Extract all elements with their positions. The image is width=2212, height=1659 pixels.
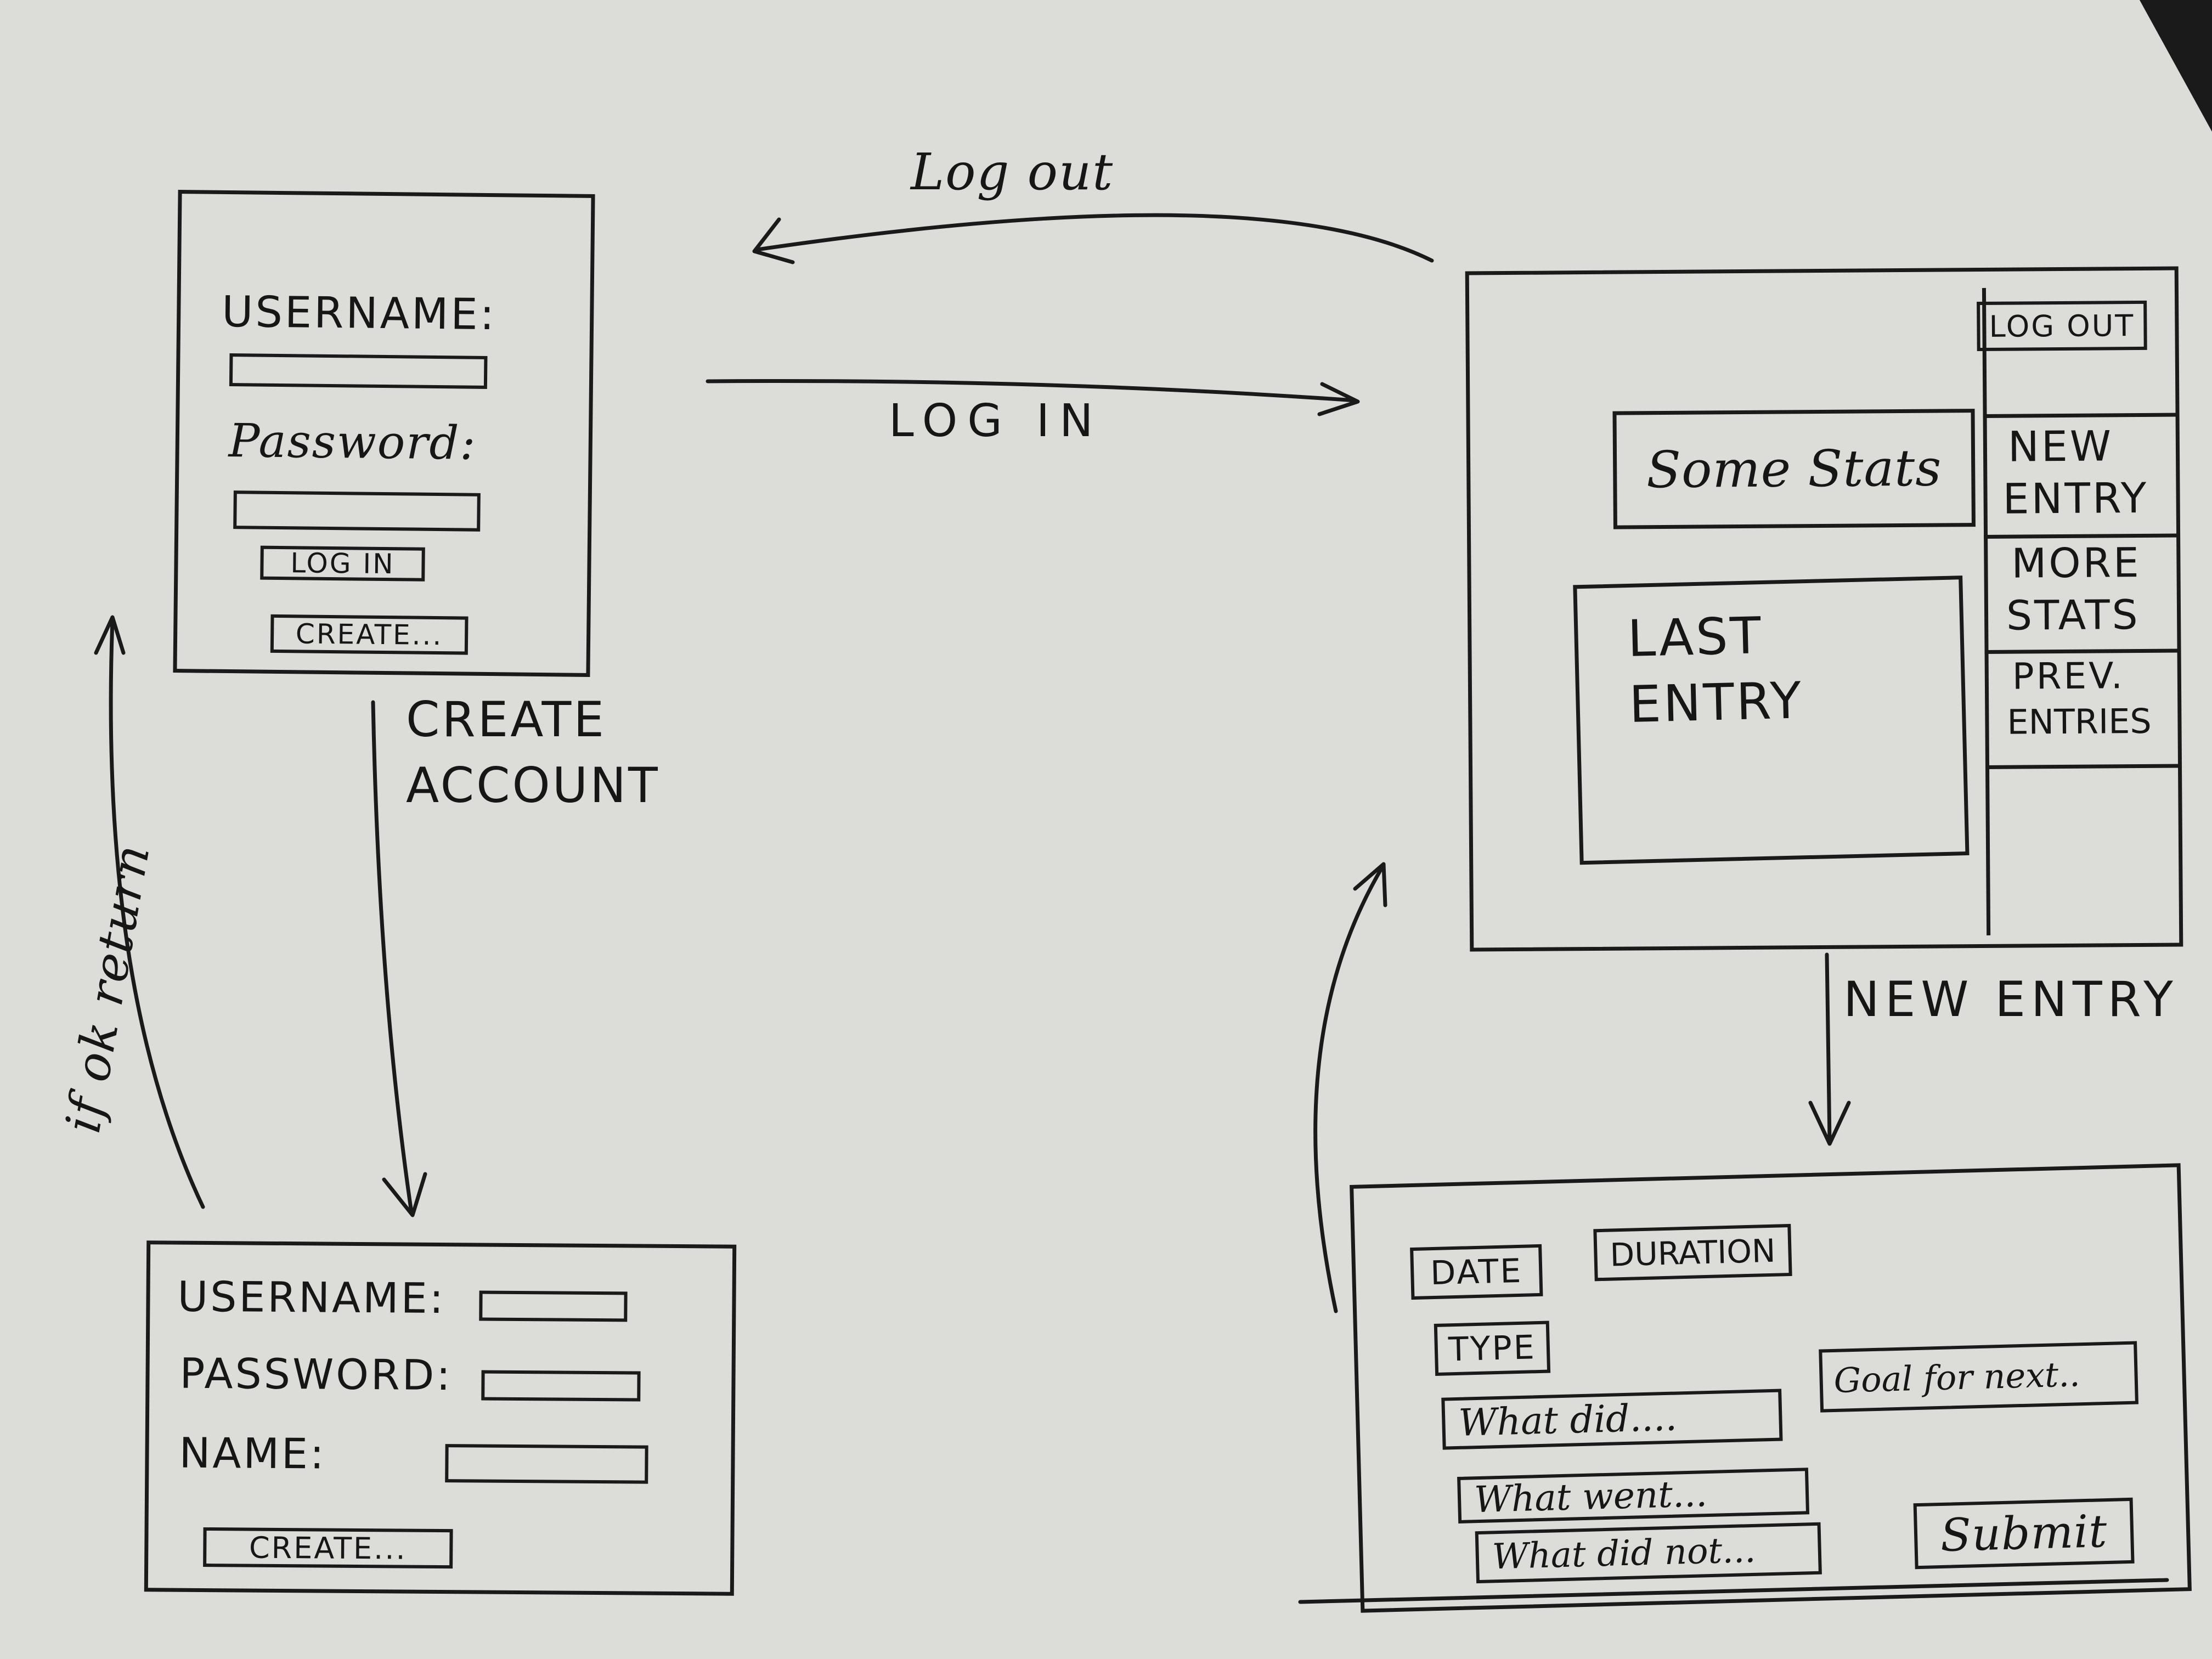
new-entry-arrow	[1825, 952, 1832, 1143]
menu-more-stats-line1[interactable]: MORE	[2011, 539, 2141, 588]
goal-field[interactable]: Goal for next..	[1819, 1341, 2139, 1413]
create-account-arrowhead	[382, 1172, 427, 1217]
menu-new-entry-line1[interactable]: NEW	[2007, 421, 2114, 471]
menu-prev-entries-line1[interactable]: PREV.	[2012, 654, 2125, 698]
login-button[interactable]: LOG IN	[260, 545, 425, 582]
sidebar-separator-2	[1984, 533, 2179, 539]
what-went-field[interactable]: What went...	[1457, 1468, 1810, 1523]
create-button[interactable]: CREATE...	[270, 614, 469, 655]
duration-button[interactable]: DURATION	[1593, 1223, 1792, 1282]
sidebar-divider	[1982, 287, 1991, 935]
create-account-button[interactable]: CREATE...	[203, 1527, 453, 1569]
password-label: Password:	[228, 414, 477, 470]
log-out-arrowhead	[752, 217, 795, 264]
menu-prev-entries-line2[interactable]: ENTRIES	[2007, 701, 2152, 742]
new-entry-label: NEW ENTRY	[1843, 971, 2179, 1028]
menu-new-entry-line2[interactable]: ENTRY	[2002, 473, 2149, 523]
new-entry-screen: DATE DURATION TYPE What did.... What wen…	[1350, 1163, 2192, 1613]
submit-button[interactable]: Submit	[1913, 1497, 2135, 1570]
create-password-input[interactable]	[481, 1370, 641, 1402]
log-in-arrowhead	[1317, 382, 1360, 416]
last-entry-box: LAST ENTRY	[1573, 575, 1970, 865]
last-entry-line1: LAST	[1627, 606, 1764, 669]
new-entry-arrowhead	[1808, 1101, 1851, 1146]
create-name-input[interactable]	[445, 1444, 648, 1484]
what-did-field[interactable]: What did....	[1441, 1389, 1783, 1450]
log-in-arrow	[706, 379, 1357, 403]
if-ok-return-arrow	[109, 618, 205, 1209]
username-label: USERNAME:	[221, 287, 497, 340]
last-entry-line2: ENTRY	[1628, 671, 1804, 734]
entry-baseline	[1298, 1578, 2169, 1604]
date-button[interactable]: DATE	[1410, 1244, 1543, 1300]
submit-return-arrow	[1313, 865, 1385, 1313]
sidebar-separator-1	[1983, 413, 2178, 418]
stats-box: Some Stats	[1612, 409, 1976, 529]
submit-return-arrowhead	[1353, 862, 1387, 907]
logout-button[interactable]: LOG OUT	[1977, 300, 2147, 352]
dashboard-screen: LOG OUT NEW ENTRY MORE STATS PREV. ENTRI…	[1465, 266, 2183, 952]
what-did-not-field[interactable]: What did not...	[1475, 1522, 1822, 1584]
create-username-label: USERNAME:	[177, 1272, 446, 1323]
create-name-label: NAME:	[179, 1428, 326, 1479]
sidebar-separator-3	[1984, 648, 2180, 654]
create-account-label-line1: CREATE	[406, 691, 606, 748]
create-password-label: PASSWORD:	[179, 1348, 453, 1400]
log-out-arrow	[755, 213, 1434, 263]
username-input[interactable]	[229, 353, 488, 389]
create-account-screen: USERNAME: PASSWORD: NAME: CREATE...	[144, 1240, 737, 1596]
create-account-arrow	[371, 700, 414, 1215]
create-account-label-line2: ACCOUNT	[406, 757, 660, 814]
password-input[interactable]	[233, 490, 481, 532]
login-screen: USERNAME: Password: LOG IN CREATE...	[173, 190, 595, 677]
type-button[interactable]: TYPE	[1434, 1321, 1551, 1376]
sidebar-separator-4	[1985, 764, 2181, 769]
log-in-label: LOG IN	[889, 395, 1103, 447]
create-username-input[interactable]	[479, 1290, 628, 1322]
menu-more-stats-line2[interactable]: STATS	[2006, 591, 2140, 640]
if-ok-return-arrowhead	[94, 615, 126, 655]
log-out-label: Log out	[911, 143, 1114, 201]
